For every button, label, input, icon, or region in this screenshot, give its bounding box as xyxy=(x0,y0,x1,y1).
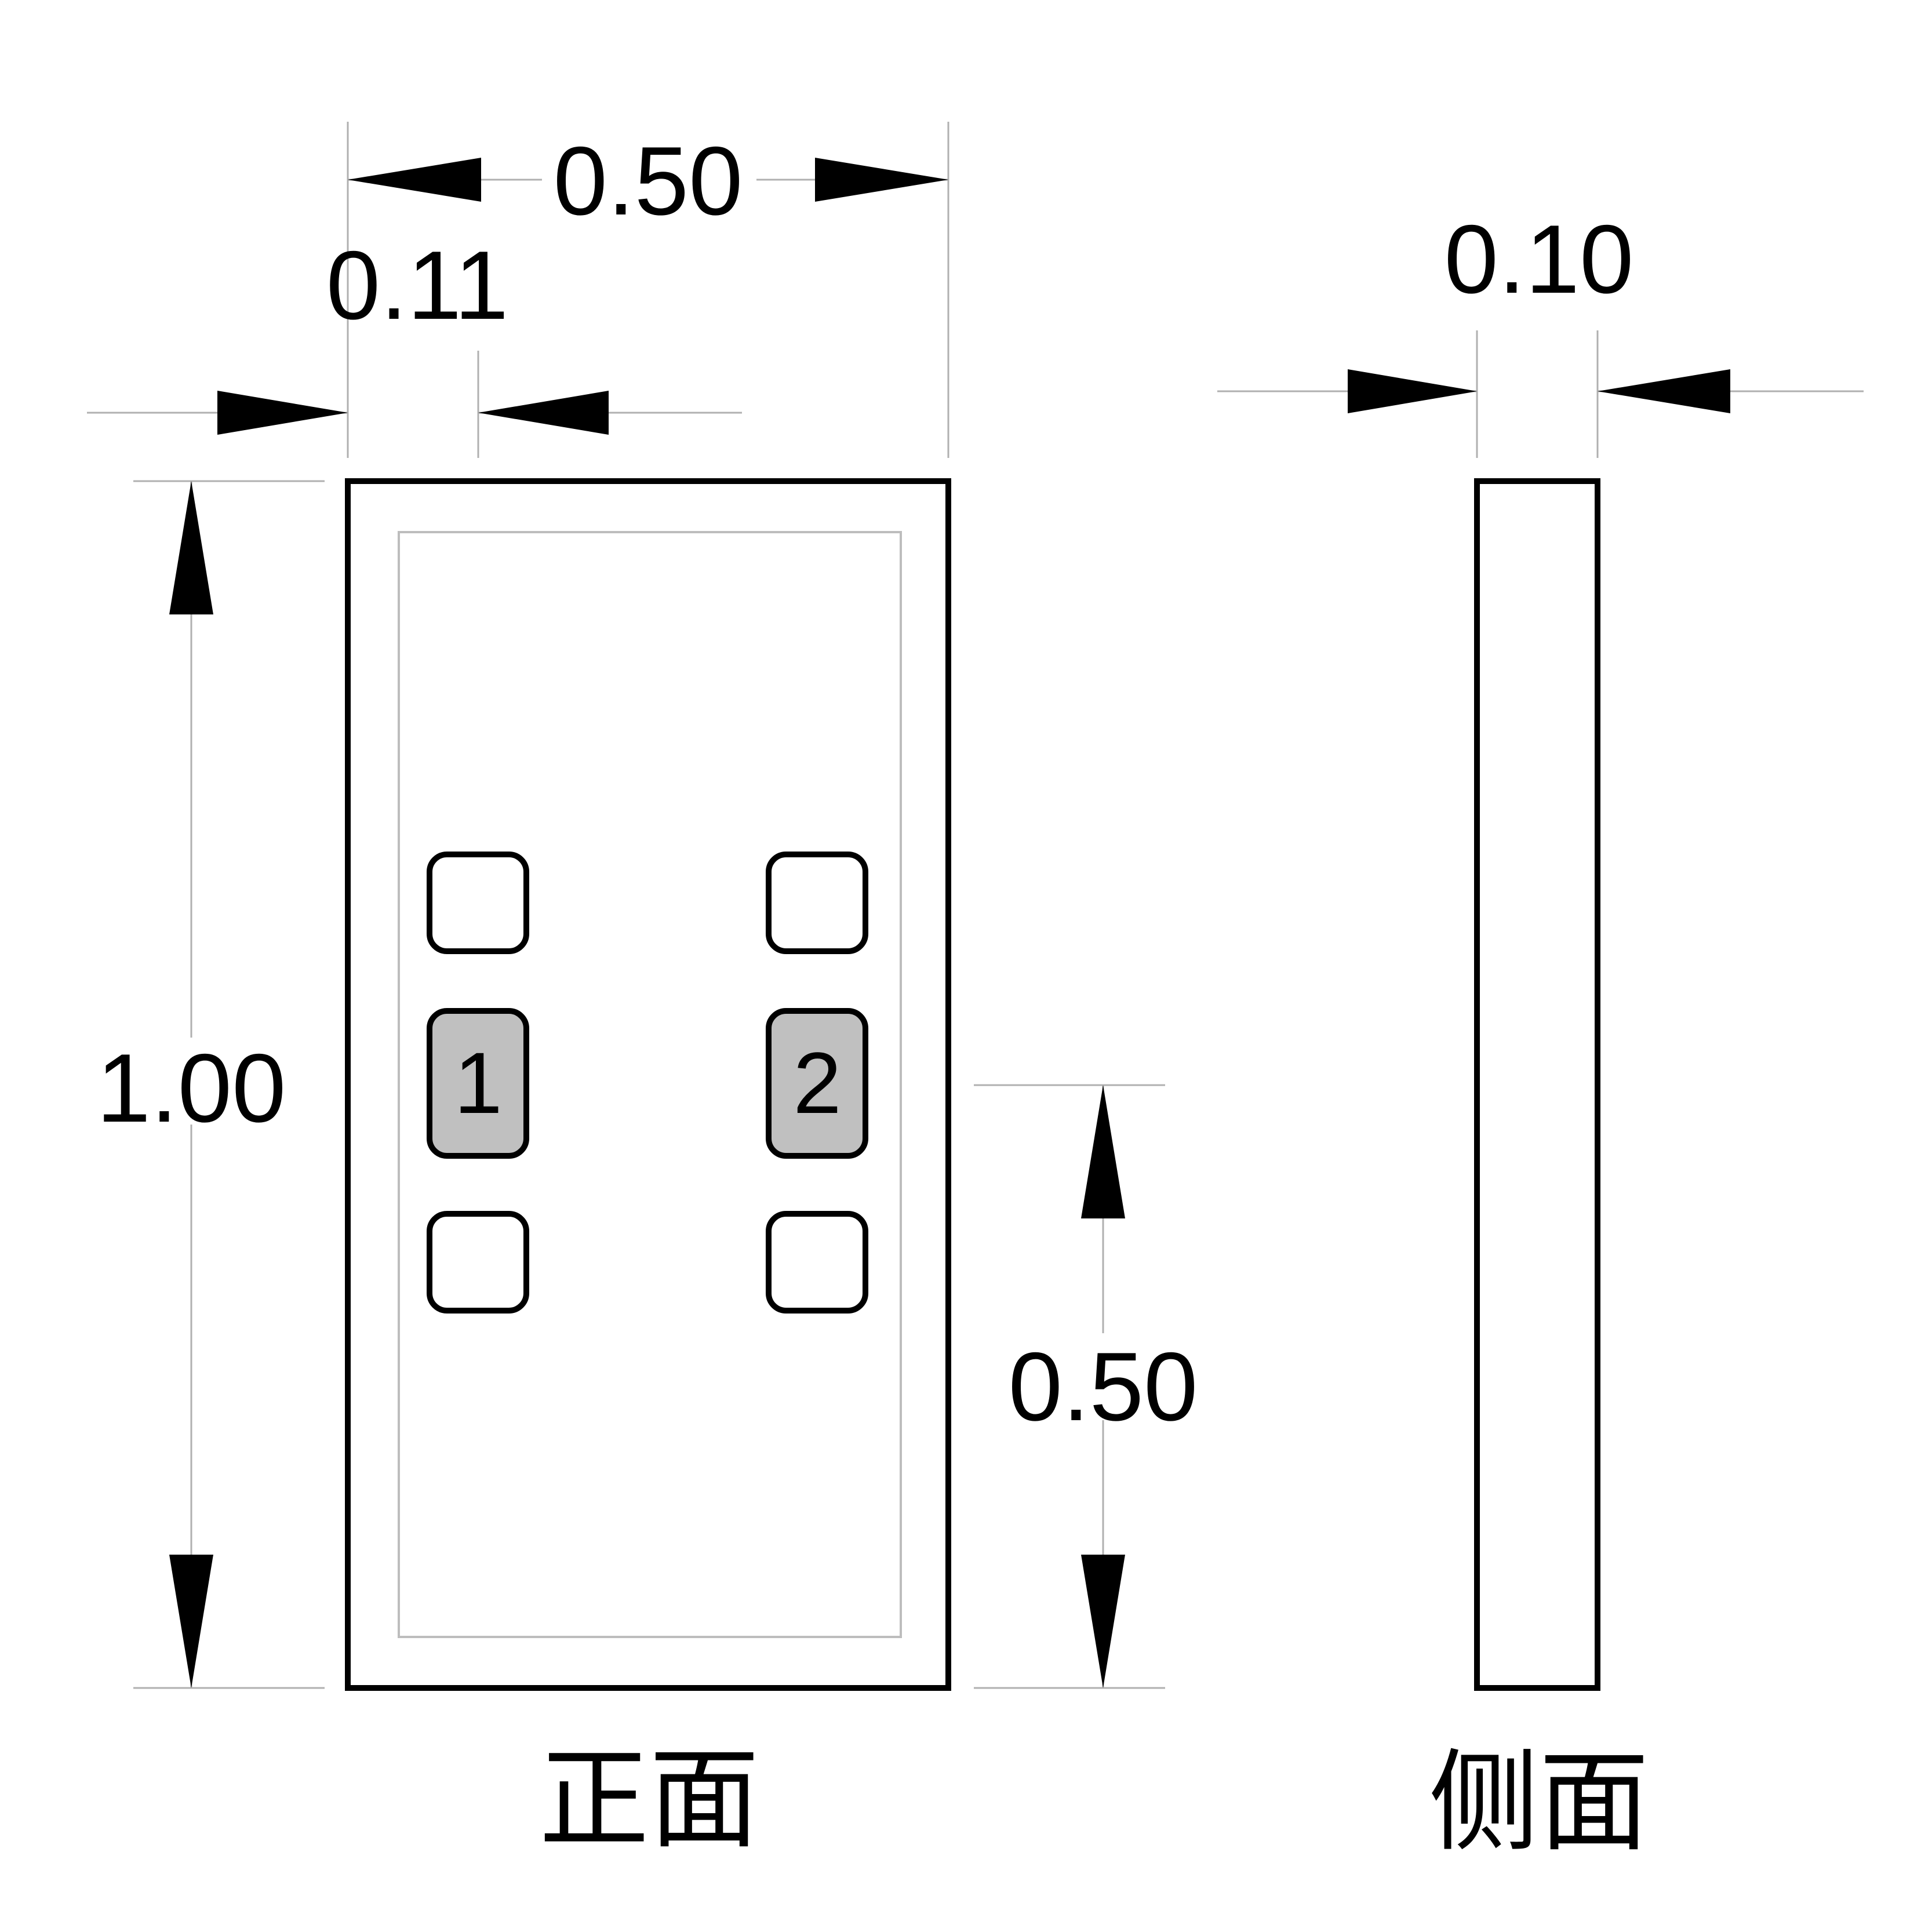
pad-1 xyxy=(427,1008,529,1159)
front-view: 1 2 0.50 0.11 1. xyxy=(87,122,1206,1864)
pad-offset-label: 0.11 xyxy=(326,231,509,340)
pad-top-left xyxy=(427,852,529,954)
pad-2 xyxy=(766,1008,868,1159)
thickness-dimension: 0.10 xyxy=(1217,205,1864,458)
width-dimension: 0.50 xyxy=(347,122,949,458)
arrow-right xyxy=(217,391,348,435)
arrow-left xyxy=(348,158,481,202)
side-view-label: 侧面 xyxy=(1429,1738,1649,1866)
front-inner-boundary xyxy=(398,531,902,1638)
side-view: 0.10 侧面 xyxy=(1217,205,1864,1866)
pad-bottom-right xyxy=(766,1211,868,1314)
pad-offset-dimension: 0.11 xyxy=(87,231,742,458)
pad-center-label: 0.50 xyxy=(1009,1332,1198,1441)
width-dimension-label: 0.50 xyxy=(554,126,743,235)
arrow-right xyxy=(815,158,948,202)
arrow-right xyxy=(1348,369,1477,413)
pad-center-dimension: 0.50 xyxy=(974,1084,1206,1689)
pad-2-label: 2 xyxy=(793,1034,841,1131)
front-view-label: 正面 xyxy=(539,1735,759,1864)
height-dimension-label: 1.00 xyxy=(97,1034,286,1143)
arrow-up xyxy=(169,481,213,614)
pad-bottom-left xyxy=(427,1211,529,1314)
arrow-left xyxy=(1598,369,1730,413)
arrow-down xyxy=(169,1555,213,1688)
pad-1-label: 1 xyxy=(454,1034,502,1131)
arrow-left xyxy=(478,391,609,435)
arrow-down xyxy=(1081,1555,1125,1688)
side-body-outline xyxy=(1474,478,1600,1691)
pad-top-right xyxy=(766,852,868,954)
height-dimension: 1.00 xyxy=(93,480,325,1689)
arrow-up xyxy=(1081,1085,1125,1218)
thickness-label: 0.10 xyxy=(1445,205,1634,314)
